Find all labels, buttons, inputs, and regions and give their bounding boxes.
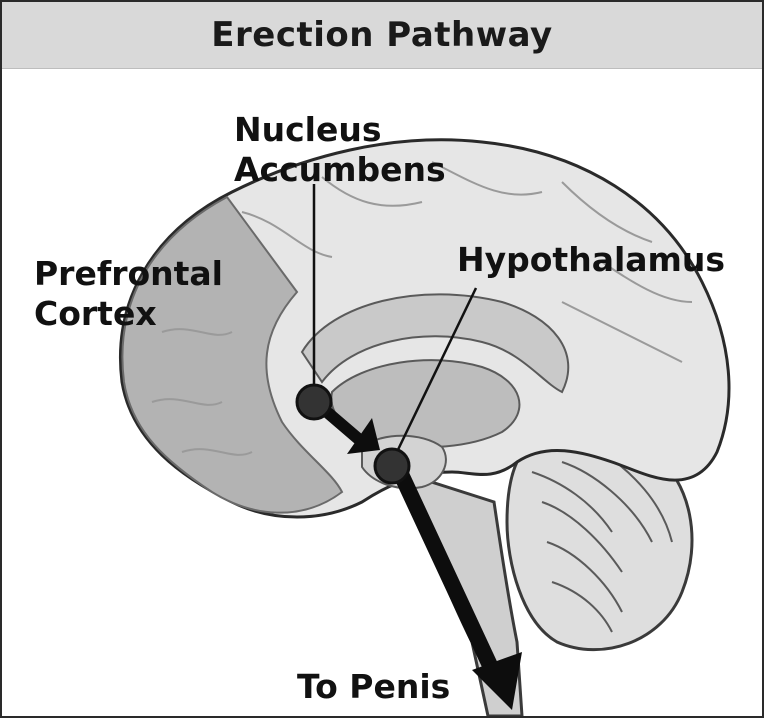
- diagram-title: Erection Pathway: [211, 15, 552, 55]
- hypothalamus-marker: [375, 449, 409, 483]
- nucleus-accumbens-label-line1: Nucleus: [234, 110, 446, 150]
- nucleus-accumbens-label-line2: Accumbens: [234, 150, 446, 190]
- prefrontal-cortex-label-line2: Cortex: [34, 294, 223, 334]
- to-penis-label: To Penis: [297, 667, 450, 707]
- prefrontal-cortex-label: Prefrontal Cortex: [34, 254, 223, 334]
- nucleus-accumbens-label: Nucleus Accumbens: [234, 110, 446, 190]
- nucleus-accumbens-marker: [297, 385, 331, 419]
- hypothalamus-label: Hypothalamus: [457, 240, 725, 280]
- prefrontal-cortex-label-line1: Prefrontal: [34, 254, 223, 294]
- title-bar: Erection Pathway: [2, 2, 762, 69]
